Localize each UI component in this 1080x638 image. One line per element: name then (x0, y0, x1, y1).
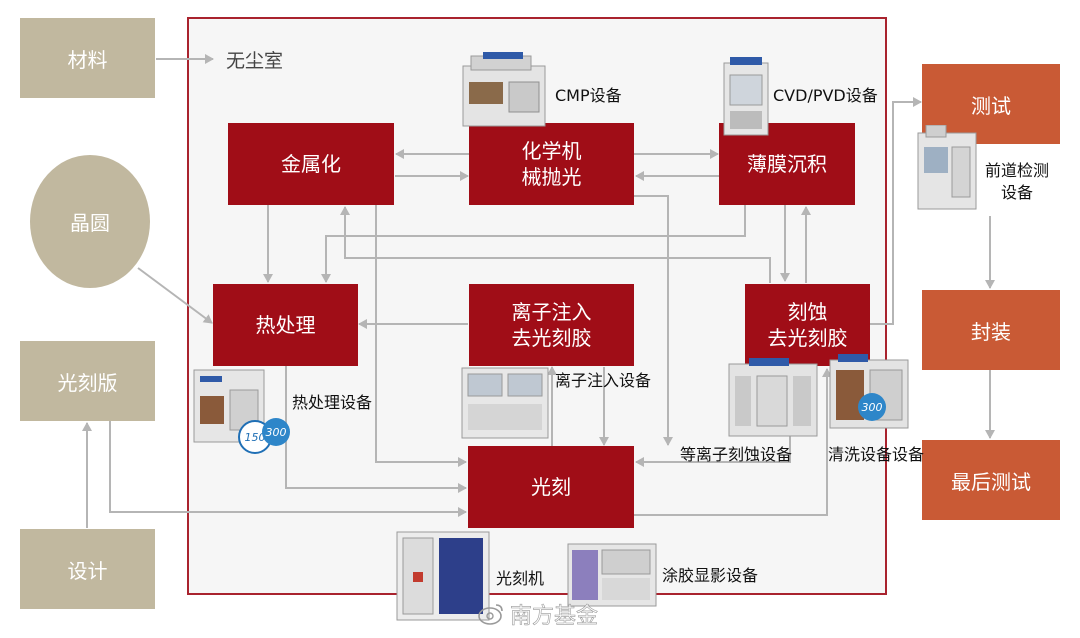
ion-machine-image (461, 367, 549, 439)
cvd-machine-image (723, 57, 769, 136)
arrow-etch-test (870, 97, 922, 325)
etch-machine-image (728, 358, 818, 437)
material-box: 材料 (20, 18, 155, 98)
arrow-etch-metal (340, 206, 771, 283)
cvd-pvd-equipment-label: CVD/PVD设备 (773, 86, 878, 105)
package-label: 封装 (971, 319, 1011, 344)
lithography-box: 光刻 (468, 446, 634, 528)
design-label: 设计 (67, 558, 108, 583)
cmp-machine-image (462, 52, 546, 127)
ion-implant-box: 离子注入 去光刻胶 (469, 284, 634, 366)
stepper-machine-image (396, 531, 490, 621)
cleaning-equipment-label: 清洗设备设备 (828, 445, 925, 464)
final-test-label: 最后测试 (951, 469, 1031, 494)
lithography-label: 光刻 (531, 475, 571, 499)
cleaning-300-badge: 300 (858, 393, 886, 421)
wafer-circle: 晶圆 (30, 155, 150, 288)
cmp-label: 化学机 械抛光 (521, 139, 582, 189)
metallization-label: 金属化 (281, 152, 341, 176)
arrow-mask-litho (109, 421, 467, 517)
photomask-box: 光刻版 (20, 341, 155, 421)
etch-label: 刻蚀 去光刻胶 (767, 300, 848, 350)
cmp-equipment-label: CMP设备 (555, 86, 622, 105)
etch-box: 刻蚀 去光刻胶 (745, 284, 870, 366)
coater-equipment-label: 涂胶显影设备 (662, 566, 759, 585)
metallization-box: 金属化 (228, 123, 394, 205)
ion-equipment-label: 离子注入设备 (555, 371, 652, 390)
arrow-film-heat (321, 205, 746, 283)
arrow-heat-litho (285, 366, 467, 493)
coater-machine-image (567, 543, 657, 607)
badge-cleaning-300-label: 300 (861, 400, 883, 414)
thin-film-box: 薄膜沉积 (719, 123, 855, 205)
thin-film-label: 薄膜沉积 (747, 152, 827, 176)
arrow-wafer-heat (137, 267, 213, 324)
badge-300-label: 300 (265, 425, 287, 439)
plasma-etch-equipment-label: 等离子刻蚀设备 (680, 445, 793, 464)
ion-implant-label: 离子注入 去光刻胶 (511, 300, 592, 350)
heat-equipment-label: 热处理设备 (292, 393, 373, 412)
final-test-box: 最后测试 (922, 440, 1060, 520)
badge-150-label: 150 (244, 430, 266, 444)
stepper-equipment-label: 光刻机 (496, 569, 545, 588)
watermark: 南方基金 (478, 598, 598, 630)
photomask-label: 光刻版 (57, 370, 118, 395)
heat-treatment-label: 热处理 (255, 313, 316, 337)
test-label: 测试 (971, 93, 1011, 118)
weibo-icon (478, 604, 503, 625)
arrow-metal-litho (375, 205, 467, 467)
arrow-litho-etch (634, 368, 832, 516)
wafer-label: 晶圆 (70, 211, 110, 235)
package-box: 封装 (922, 290, 1060, 370)
cleanroom-label: 无尘室 (226, 50, 284, 72)
wafer-300-badge: 300 (262, 418, 290, 446)
inspection-equipment-label: 前道检测 设备 (985, 161, 1050, 202)
cmp-box: 化学机 械抛光 (469, 123, 634, 205)
heat-treatment-box: 热处理 (213, 284, 358, 366)
material-label: 材料 (67, 47, 108, 72)
design-box: 设计 (20, 529, 155, 609)
watermark-text: 南方基金 (510, 604, 599, 630)
inspection-machine-image (917, 125, 977, 210)
